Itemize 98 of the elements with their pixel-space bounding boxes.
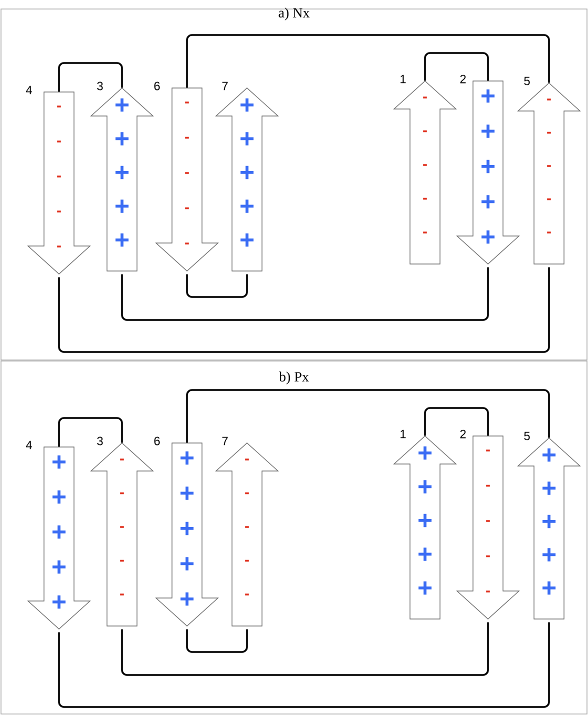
charge-sign: +	[482, 230, 495, 244]
charge-sign: -	[245, 594, 249, 596]
charge-sign: +	[52, 595, 66, 609]
arrow-number: 3	[97, 82, 103, 90]
arrow-number: 3	[97, 436, 103, 446]
connector-line	[424, 52, 489, 81]
charge-sign: -	[547, 98, 551, 100]
charge-sign: +	[116, 98, 129, 112]
charge-sign: -	[245, 458, 249, 460]
charge-sign: +	[180, 592, 194, 606]
charge-sign: -	[423, 232, 427, 234]
charge-sign: -	[120, 560, 124, 562]
charge-sign: -	[486, 450, 490, 452]
charge-sign: +	[180, 522, 194, 536]
panel-title: a) Nx	[278, 8, 310, 20]
charge-sign: -	[547, 198, 551, 200]
connector-line	[186, 629, 248, 653]
arrow-number: 1	[400, 430, 406, 438]
charge-sign: -	[57, 210, 61, 212]
charge-sign: +	[180, 557, 194, 570]
arrow-number: 6	[154, 82, 160, 90]
charge-sign: +	[418, 548, 432, 561]
charge-sign: +	[116, 132, 129, 146]
charge-sign: -	[423, 198, 427, 200]
arrow-number: 4	[26, 86, 32, 94]
charge-sign: -	[120, 526, 124, 528]
charge-sign: +	[52, 560, 66, 574]
arrow-number: 1	[400, 74, 406, 84]
connector-line	[121, 267, 489, 321]
arrow-number: 4	[26, 440, 32, 450]
arrow-number: 7	[222, 436, 228, 446]
charge-sign: +	[542, 448, 556, 462]
charge-sign: -	[57, 176, 61, 178]
connector-line	[186, 34, 550, 88]
charge-sign: -	[185, 207, 189, 210]
arrow-number: 2	[460, 430, 466, 438]
charge-sign: +	[542, 548, 556, 562]
charge-sign: -	[120, 594, 124, 596]
charge-sign: +	[52, 490, 66, 504]
charge-sign: +	[542, 482, 556, 495]
charge-sign: -	[547, 165, 551, 167]
charge-sign: +	[482, 160, 495, 174]
charge-sign: +	[482, 124, 495, 138]
connector-line	[58, 622, 550, 708]
charge-sign: -	[185, 102, 189, 104]
charge-sign: -	[423, 96, 427, 98]
charge-sign: +	[542, 581, 556, 595]
charge-sign: -	[423, 130, 427, 132]
connector-line	[186, 389, 550, 443]
charge-sign: -	[57, 140, 61, 142]
connector-line	[58, 62, 123, 92]
charge-sign: +	[418, 581, 432, 595]
charge-sign: -	[185, 172, 189, 174]
charge-sign: +	[240, 166, 254, 180]
charge-sign: +	[180, 451, 194, 465]
panel-title: b) Px	[279, 372, 309, 384]
charge-sign: +	[52, 525, 66, 539]
arrow-number: 6	[154, 436, 160, 446]
charge-sign: +	[240, 98, 254, 112]
connector-line	[58, 417, 123, 447]
charge-sign: +	[482, 89, 495, 103]
charge-sign: -	[185, 242, 189, 244]
charge-sign: -	[547, 132, 551, 134]
charge-sign: +	[418, 514, 432, 528]
charge-sign: -	[120, 458, 124, 460]
charge-sign: +	[116, 166, 129, 180]
charge-sign: -	[486, 555, 490, 558]
charge-sign: +	[418, 446, 432, 460]
connector-line	[58, 267, 550, 353]
connector-line	[186, 274, 248, 298]
charge-sign: +	[240, 233, 254, 247]
charge-sign: -	[245, 526, 249, 528]
charge-sign: +	[180, 486, 194, 500]
charge-sign: +	[418, 480, 432, 494]
charge-sign: -	[57, 106, 61, 108]
charge-sign: +	[482, 195, 495, 208]
charge-sign: -	[486, 590, 490, 592]
charge-sign: -	[245, 560, 249, 562]
charge-sign: +	[542, 514, 556, 528]
charge-sign: +	[240, 132, 254, 146]
charge-sign: +	[52, 455, 66, 469]
charge-sign: +	[240, 200, 254, 213]
charge-sign: +	[116, 200, 129, 213]
charge-sign: -	[423, 164, 427, 166]
charge-sign: -	[120, 492, 124, 494]
arrow-number: 2	[460, 74, 466, 84]
charge-sign: +	[116, 233, 129, 247]
arrow-number: 7	[222, 82, 228, 90]
connector-line	[121, 622, 489, 676]
charge-sign: -	[245, 492, 249, 494]
connector-line	[424, 407, 489, 436]
charge-sign: -	[185, 136, 189, 139]
charge-sign: -	[486, 484, 490, 487]
charge-sign: -	[57, 246, 61, 248]
arrow-number: 5	[524, 76, 530, 86]
arrow-number: 5	[524, 432, 530, 440]
charge-sign: -	[547, 232, 551, 234]
charge-sign: -	[486, 520, 490, 522]
